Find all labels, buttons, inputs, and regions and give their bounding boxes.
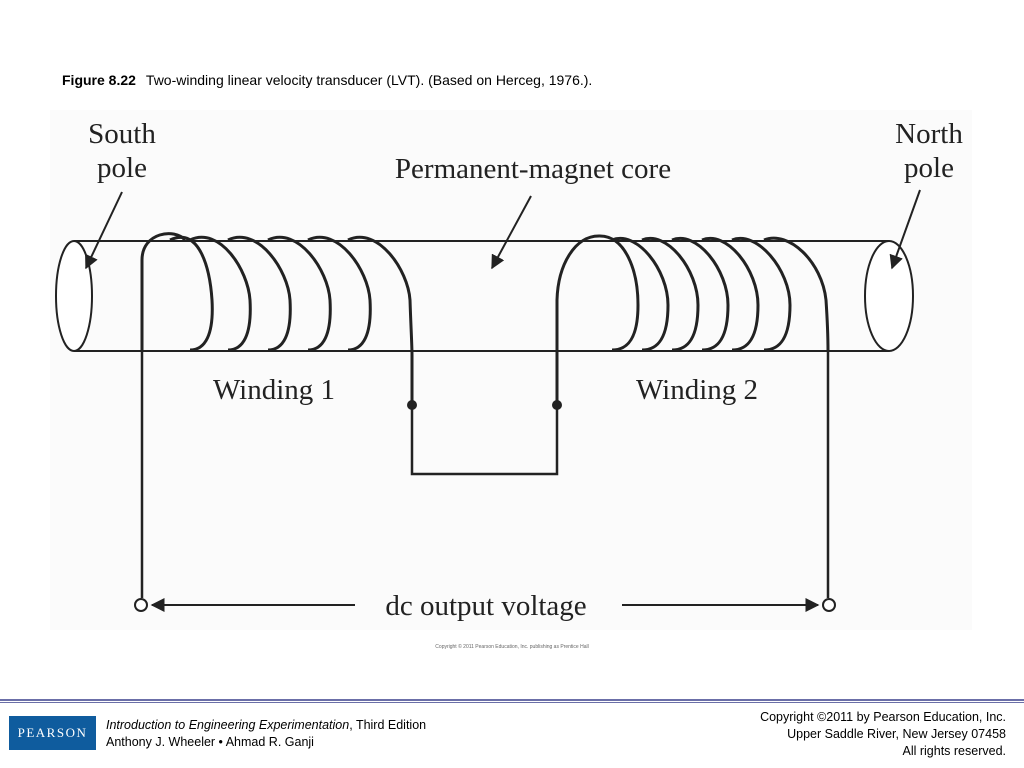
output-voltage-label: dc output voltage <box>385 590 586 622</box>
figure-caption-text: Two-winding linear velocity transducer (… <box>145 72 593 88</box>
output-terminal-right <box>822 598 836 612</box>
footer-divider-thin <box>0 702 1024 703</box>
copyright-line-1: Copyright ©2011 by Pearson Education, In… <box>760 710 1006 724</box>
book-authors: Anthony J. Wheeler • Ahmad R. Ganji <box>106 735 314 749</box>
lvt-diagram: South pole North pole Permanent-magnet c… <box>50 110 972 630</box>
publisher-copyright: Copyright ©2011 by Pearson Education, In… <box>760 709 1006 760</box>
junction-dot-right <box>552 400 562 410</box>
book-info: Introduction to Engineering Experimentat… <box>106 717 426 751</box>
south-pole-label-line1: South <box>88 118 156 150</box>
output-terminal-left <box>134 598 148 612</box>
annotation-arrows <box>85 189 921 612</box>
pearson-logo: PEARSON <box>9 716 96 750</box>
core-arrow <box>491 195 532 270</box>
copyright-line-2: Upper Saddle River, New Jersey 07458 <box>787 727 1006 741</box>
south-pole-label-line2: pole <box>97 152 147 184</box>
figure-caption: Figure 8.22 Two-winding linear velocity t… <box>62 72 592 88</box>
junction-dot-left <box>407 400 417 410</box>
footer-divider <box>0 699 1024 701</box>
figure-copyright: Copyright © 2011 Pearson Education, Inc.… <box>435 644 589 650</box>
copyright-line-3: All rights reserved. <box>902 744 1006 758</box>
book-title: Introduction to Engineering Experimentat… <box>106 718 350 732</box>
core-label: Permanent-magnet core <box>395 153 671 185</box>
winding-1-coils <box>140 232 414 405</box>
winding-2-coils <box>555 234 830 405</box>
north-pole-label-line2: pole <box>904 152 954 184</box>
winding-2-label: Winding 2 <box>636 374 758 406</box>
book-title-line: Introduction to Engineering Experimentat… <box>106 717 426 734</box>
winding-1-label: Winding 1 <box>213 374 335 406</box>
north-pole-label-line1: North <box>895 118 963 150</box>
book-edition: , Third Edition <box>349 718 427 732</box>
south-pole-arrow <box>85 191 123 270</box>
output-wiring <box>140 351 830 598</box>
north-pole-arrow <box>889 189 921 270</box>
figure-background <box>50 110 972 630</box>
figure-number: Figure 8.22 <box>62 72 136 88</box>
